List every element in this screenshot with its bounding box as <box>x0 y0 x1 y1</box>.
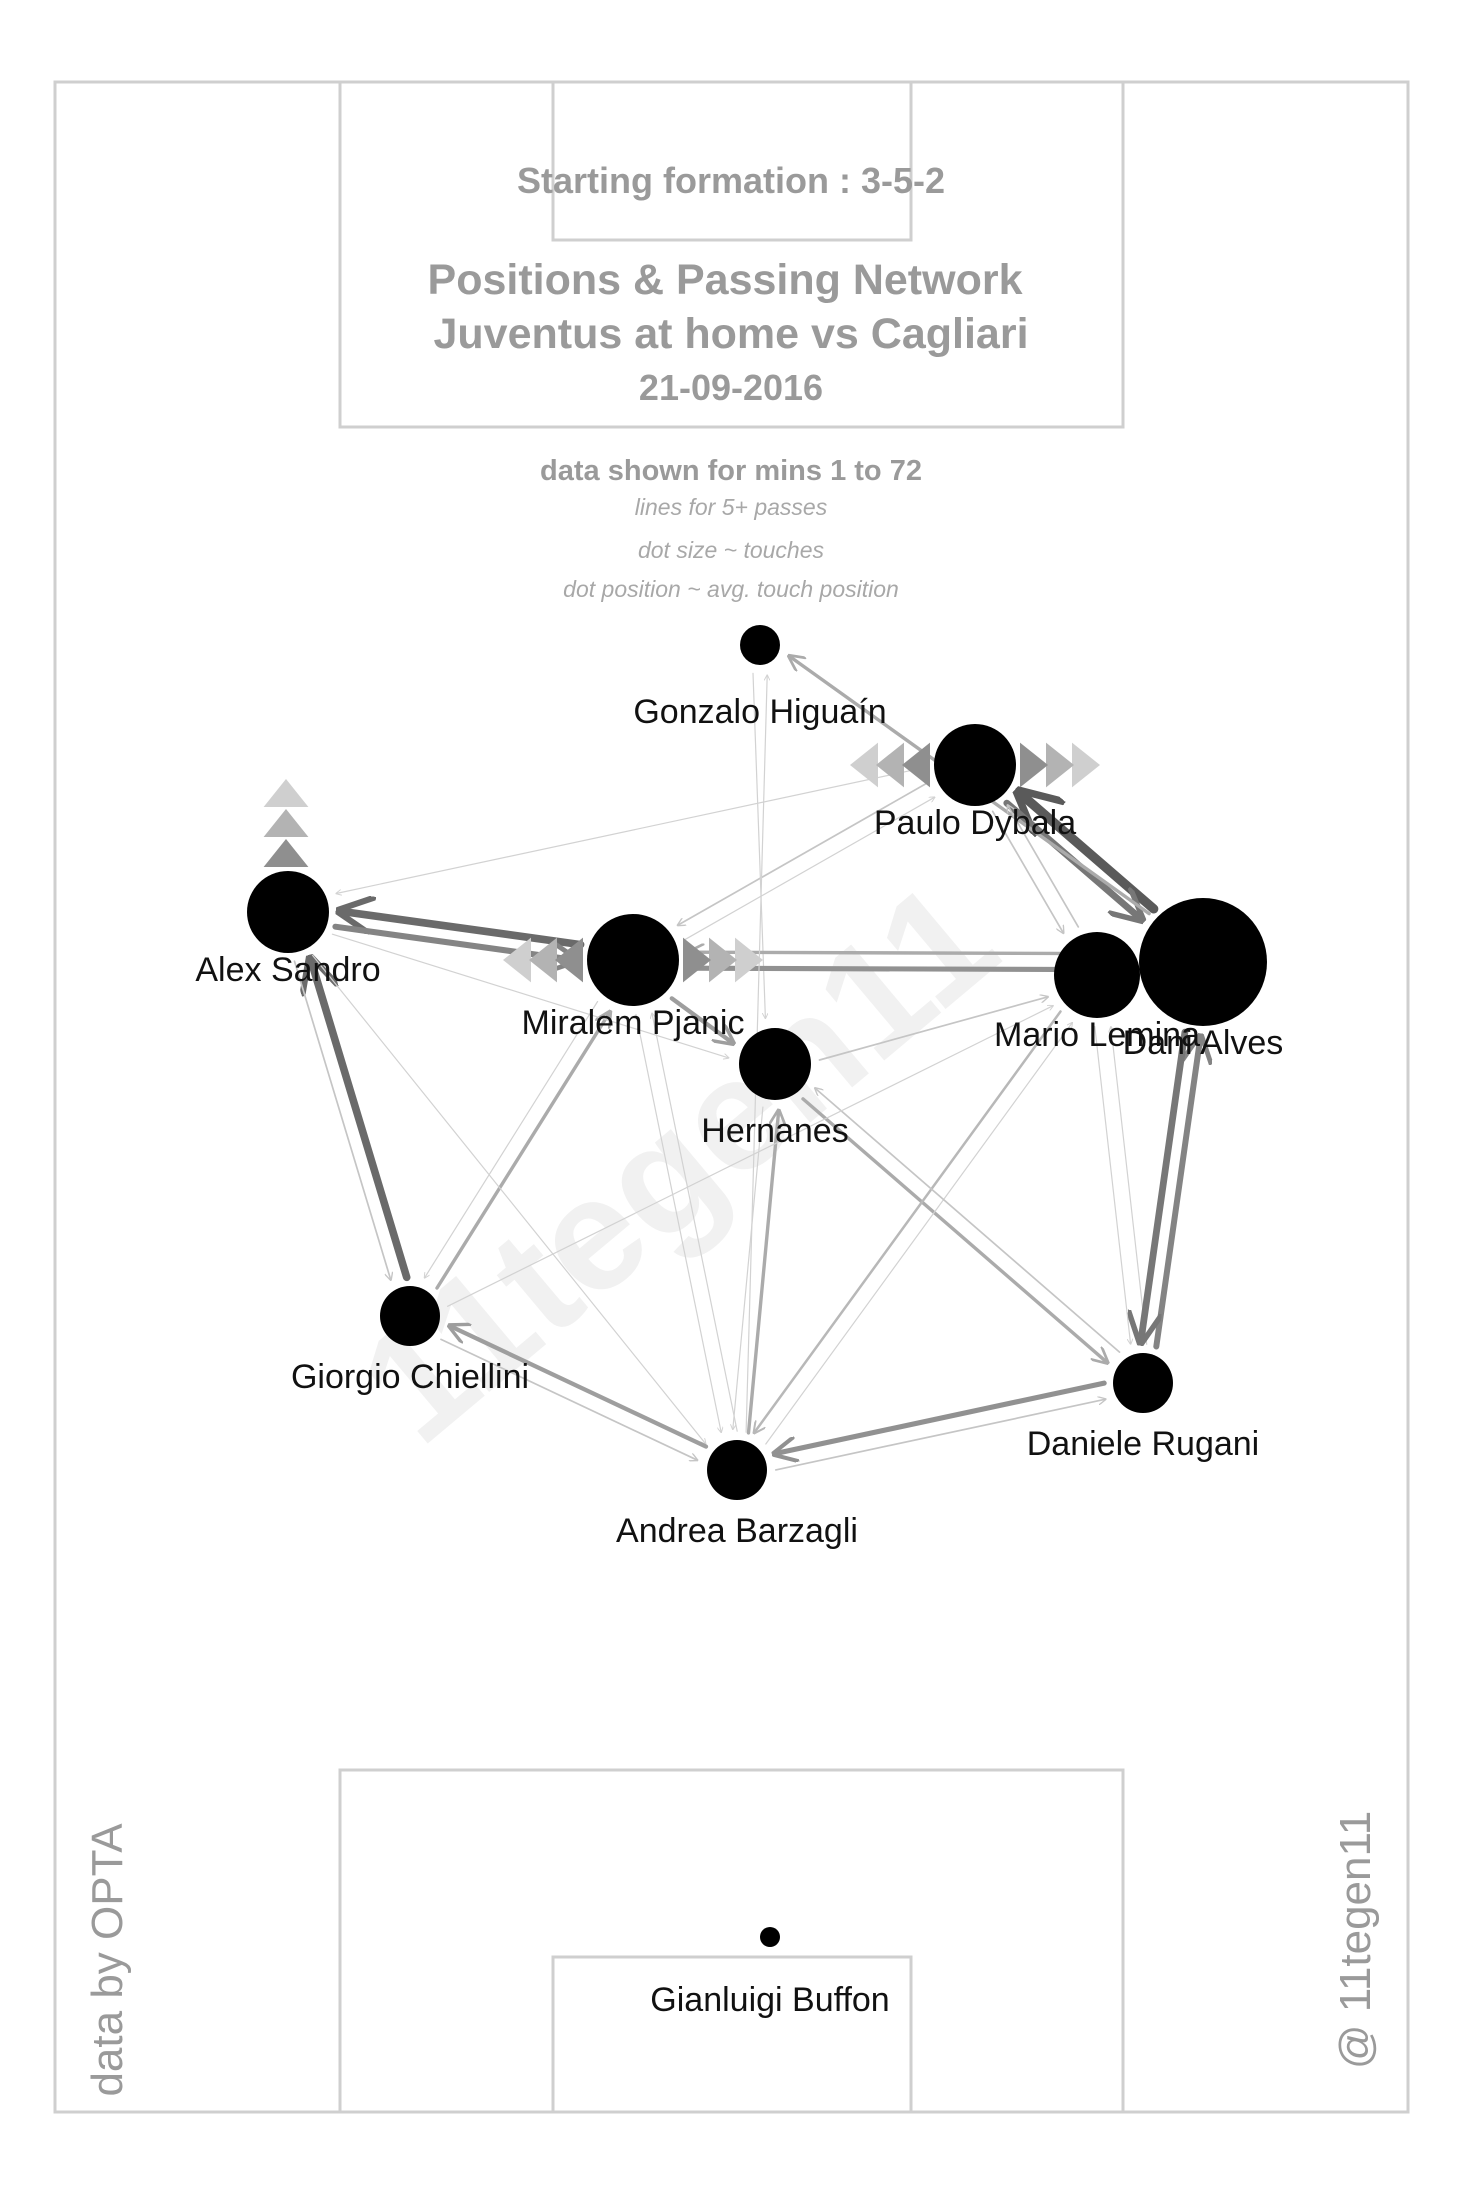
pass-line-dybala-to-lemina <box>991 810 1064 933</box>
off-pitch-arrow-dybala-right <box>1072 742 1100 788</box>
player-dot-rugani <box>1113 1353 1173 1413</box>
player-dot-lemina <box>1054 932 1140 1018</box>
pass-line-pjanic-to-hernanes <box>669 996 733 1043</box>
player-label-sandro: Alex Sandro <box>195 951 380 989</box>
player-label-alves: Dani Alves <box>1123 1024 1284 1062</box>
player-label-hernanes: Hernanes <box>701 1112 848 1150</box>
bottom-goal-area <box>551 1955 913 2114</box>
pass-line-hernanes-to-rugani <box>801 1097 1108 1363</box>
player-label-dybala: Paulo Dybala <box>874 804 1076 842</box>
author-credit: @ 11tegen11 <box>1331 1811 1380 2069</box>
pass-line-chiellini-to-lemina <box>447 1006 1054 1307</box>
off-pitch-arrow-dybala-right <box>1046 742 1074 788</box>
player-label-lemina: Mario Lemina <box>994 1016 1200 1054</box>
off-pitch-arrow-pjanic-left <box>555 937 583 983</box>
dot-position-note: dot position ~ avg. touch position <box>563 576 899 602</box>
player-dot-dybala <box>934 724 1016 806</box>
pass-line-chiellini-to-sandro <box>310 959 411 1282</box>
player-label-rugani: Daniele Rugani <box>1027 1425 1260 1463</box>
player-label-higuain: Gonzalo Higuaín <box>633 693 886 731</box>
off-pitch-arrow-pjanic-right <box>683 937 711 983</box>
off-pitch-arrow-pjanic-right <box>709 937 737 983</box>
player-dot-hernanes <box>739 1028 811 1100</box>
off-pitch-arrow-pjanic-left <box>503 937 531 983</box>
player-dot-alves <box>1139 898 1267 1026</box>
pass-line-alves-to-pjanic <box>689 952 1133 954</box>
player-label-barzagli: Andrea Barzagli <box>616 1512 858 1550</box>
match-date: 21-09-2016 <box>639 367 823 408</box>
pass-line-pjanic-to-dybala <box>683 797 935 941</box>
off-pitch-arrow-dybala-left <box>876 742 904 788</box>
pass-line-dybala-to-pjanic <box>678 781 930 925</box>
off-pitch-arrow-sandro-up <box>263 809 309 837</box>
title-line-2: Juventus at home vs Cagliari <box>433 310 1028 358</box>
pass-line-pjanic-to-barzagli <box>635 1013 721 1433</box>
pass-line-barzagli-to-chiellini <box>450 1326 709 1449</box>
player-dot-higuain <box>740 625 780 665</box>
top-goal-area <box>551 80 913 242</box>
lines-note: lines for 5+ passes <box>635 494 828 520</box>
pass-line-hernanes-to-lemina <box>818 997 1049 1061</box>
player-label-pjanic: Miralem Pjanic <box>522 1004 745 1042</box>
minutes-note: data shown for mins 1 to 72 <box>540 455 922 487</box>
pass-line-pjanic-to-sandro <box>340 911 585 949</box>
pass-line-sandro-to-chiellini <box>293 960 391 1280</box>
pass-lines <box>293 656 1201 1471</box>
pass-line-chiellini-to-pjanic <box>435 1012 610 1290</box>
player-dot-buffon <box>760 1927 780 1947</box>
pass-line-barzagli-to-hernanes <box>746 1111 779 1435</box>
pass-line-rugani-to-alves <box>1153 1036 1200 1350</box>
off-pitch-arrow-pjanic-right <box>735 937 763 983</box>
player-dots <box>247 625 1267 1947</box>
player-dot-barzagli <box>707 1440 767 1500</box>
bottom-penalty-area <box>338 1768 1125 2114</box>
off-pitch-arrow-dybala-right <box>1020 742 1048 788</box>
off-pitch-arrow-pjanic-left <box>529 937 557 983</box>
off-pitch-arrow-dybala-left <box>902 742 930 788</box>
pass-line-higuain-to-hernanes <box>752 672 765 1018</box>
pass-line-barzagli-to-lemina <box>765 1023 1073 1445</box>
pass-line-barzagli-to-rugani <box>774 1399 1106 1471</box>
pitch-markings <box>53 80 1410 2114</box>
pass-line-sandro-to-barzagli <box>311 954 706 1444</box>
pass-line-barzagli-to-pjanic <box>652 1013 738 1432</box>
player-dot-pjanic <box>587 914 679 1006</box>
formation-label: Starting formation : 3-5-2 <box>517 160 945 201</box>
pass-line-sandro-to-hernanes <box>331 933 728 1058</box>
pass-line-hernanes-to-barzagli <box>733 1106 764 1429</box>
dot-size-note: dot size ~ touches <box>638 537 825 563</box>
title-line-1: Positions & Passing Network <box>428 256 1023 304</box>
pass-line-rugani-to-barzagli <box>774 1380 1107 1454</box>
data-source-credit: data by OPTA <box>83 1823 132 2097</box>
pass-line-chiellini-to-barzagli <box>440 1338 697 1460</box>
off-pitch-arrows <box>263 742 1100 983</box>
pass-line-lemina-to-dybala <box>1008 805 1080 928</box>
off-pitch-arrow-dybala-left <box>850 742 878 788</box>
pass-line-alves-to-rugani <box>1141 1028 1189 1342</box>
pass-line-pjanic-to-chiellini <box>425 1000 599 1278</box>
off-pitch-arrow-sandro-up <box>263 779 309 807</box>
pass-line-lemina-to-barzagli <box>754 1010 1062 1433</box>
pass-line-dybala-to-sandro <box>336 766 927 893</box>
pass-line-lemina-to-rugani <box>1094 1025 1131 1345</box>
off-pitch-arrow-sandro-up <box>263 839 309 867</box>
pass-line-rugani-to-lemina <box>1111 1027 1148 1345</box>
player-label-buffon: Gianluigi Buffon <box>650 1981 889 2019</box>
player-dot-chiellini <box>380 1286 440 1346</box>
player-dot-sandro <box>247 871 329 953</box>
pass-line-rugani-to-hernanes <box>815 1088 1121 1353</box>
player-label-chiellini: Giorgio Chiellini <box>291 1358 529 1396</box>
